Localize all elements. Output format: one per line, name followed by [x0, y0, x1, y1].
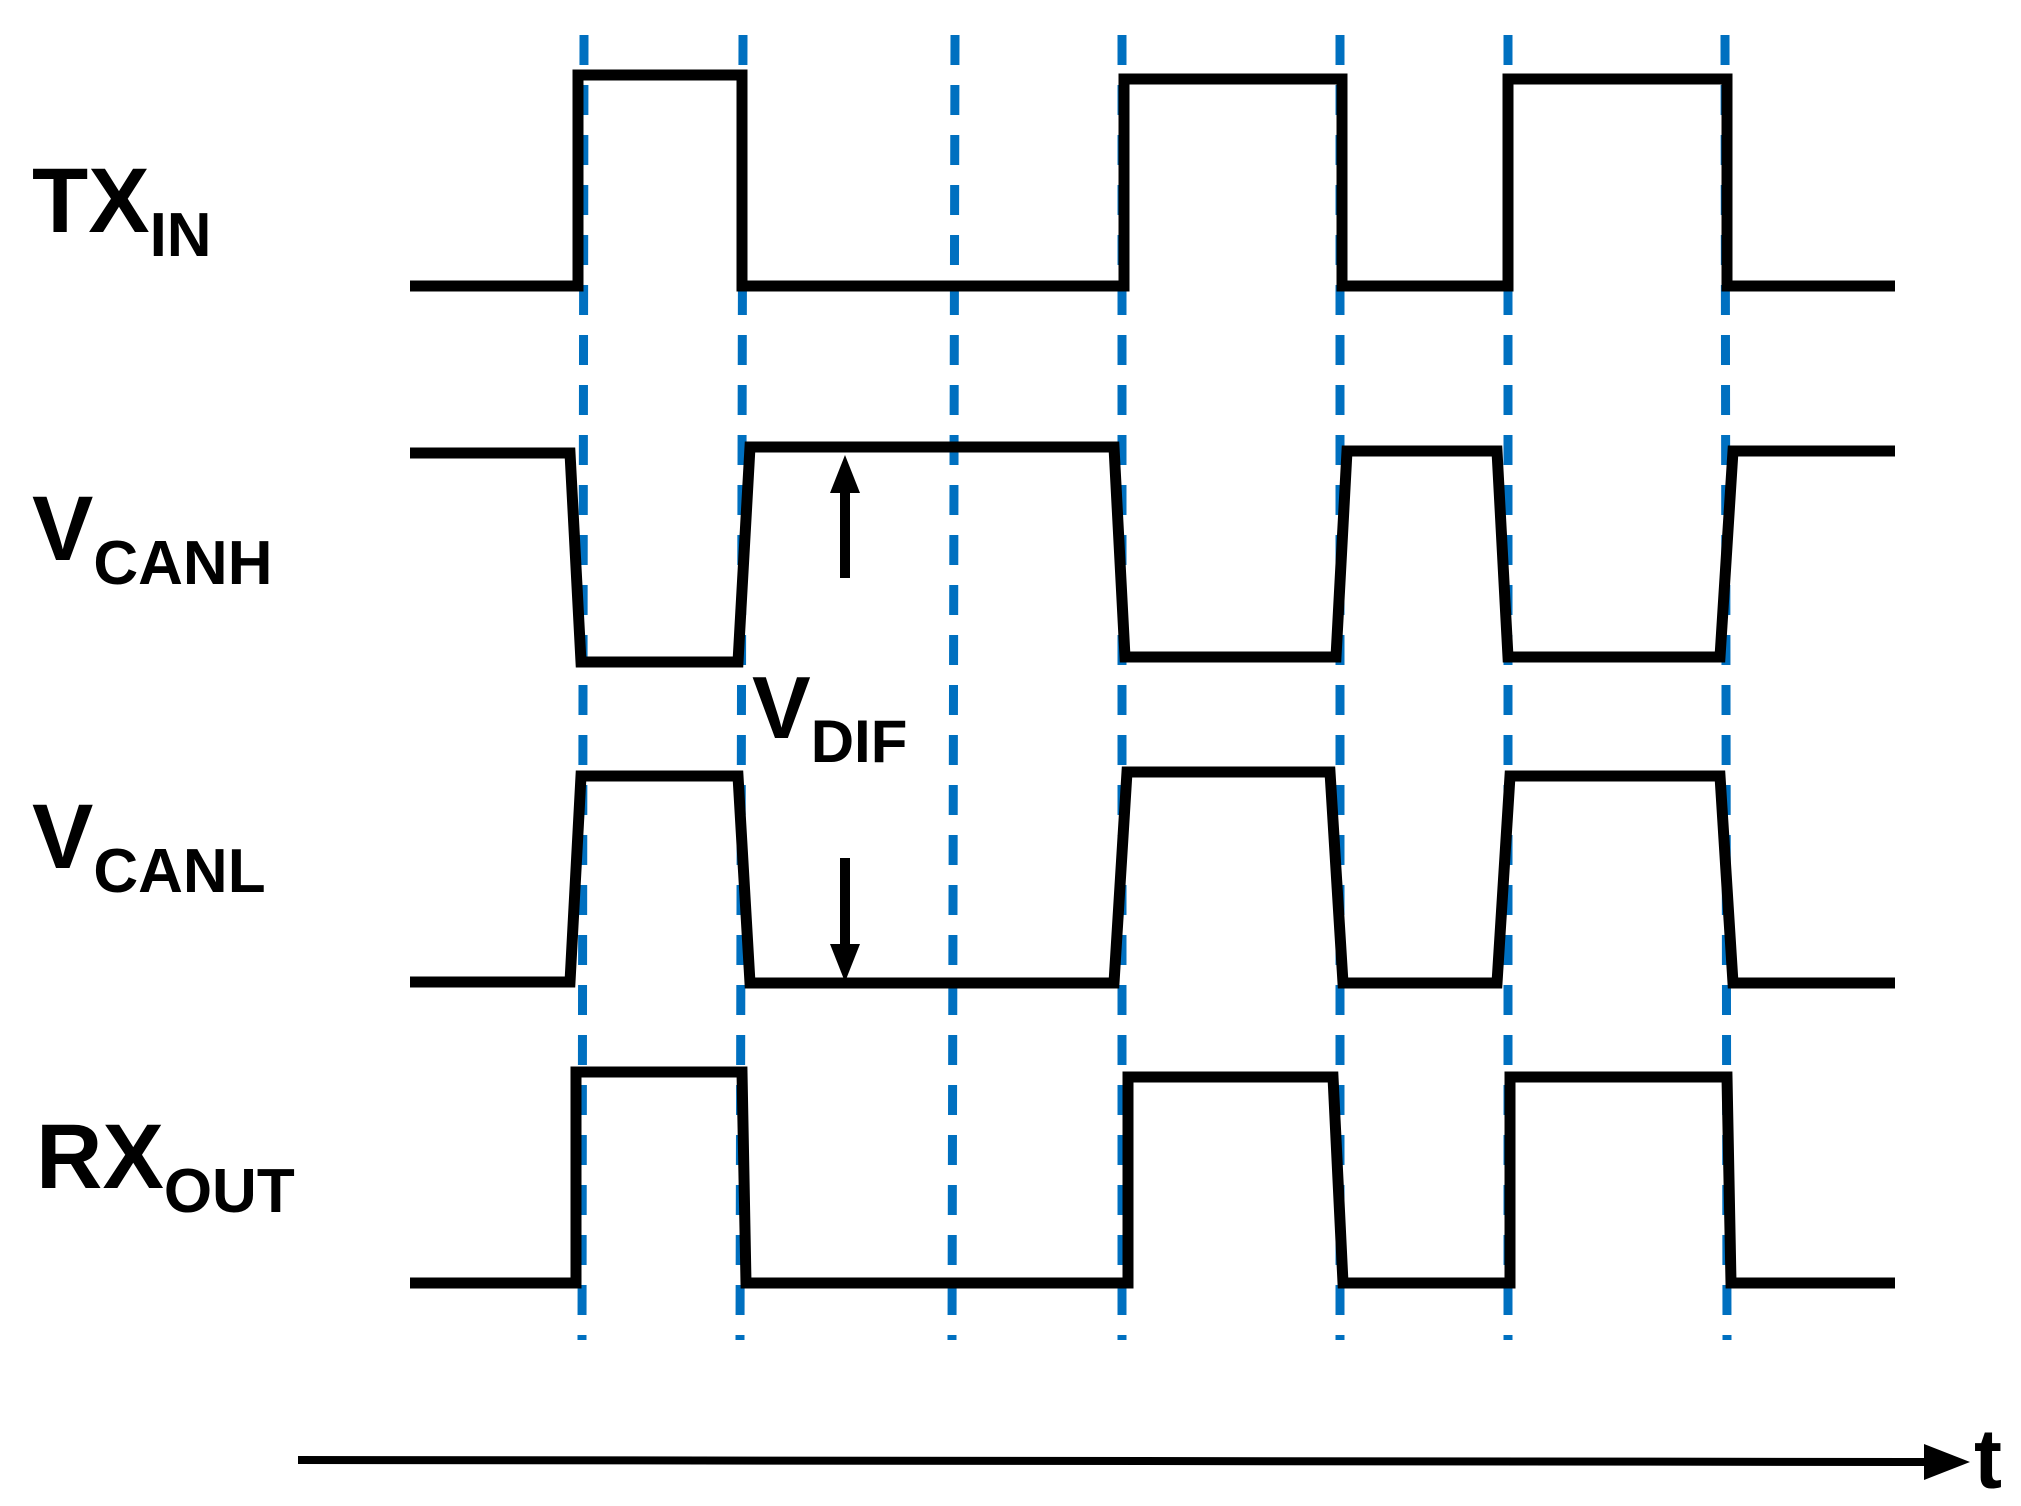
signal-label-sub: CANL: [93, 837, 265, 906]
signal-label-tx-in: TXIN: [32, 150, 212, 270]
signal-label-rx-out: RXOUT: [36, 1106, 295, 1226]
vdif-arrow-up: [830, 455, 860, 578]
time-axis-line: [297, 1456, 1931, 1466]
time-axis: t: [297, 1412, 2002, 1506]
signal-label-sub: OUT: [164, 1157, 295, 1226]
vcanl-waveform: [410, 766, 1895, 989]
time-axis-arrowhead: [1924, 1444, 1970, 1480]
rx-out-waveform: [410, 1066, 1895, 1289]
signal-label-sub: CANH: [93, 529, 272, 598]
vdif-label-main: V: [752, 658, 811, 757]
signal-label-vcanl: VCANL: [32, 786, 266, 906]
tx-in-waveform: [410, 69, 1895, 292]
vdif-arrow-down: [830, 858, 860, 982]
time-axis-label: t: [1974, 1412, 2002, 1506]
timing-guide: [947, 34, 960, 1341]
vdif-label-sub: DIF: [811, 708, 908, 775]
signal-label-main: TX: [32, 150, 150, 252]
signal-label-vcanh: VCANH: [32, 478, 272, 598]
signal-label-main: RX: [36, 1106, 164, 1208]
signal-label-main: V: [32, 786, 93, 888]
signal-label-main: V: [32, 478, 93, 580]
vdif-label: VDIF: [752, 658, 907, 775]
vcanh-waveform: [410, 441, 1895, 668]
timing-guide: [577, 34, 589, 1341]
signal-label-sub: IN: [150, 201, 212, 270]
